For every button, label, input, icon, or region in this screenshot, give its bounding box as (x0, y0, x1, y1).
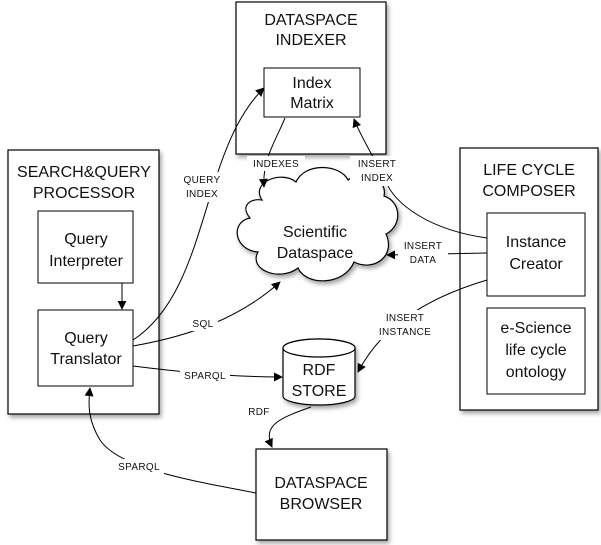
query-translator-box: Query Translator (37, 309, 134, 387)
rdf-store-line-2: STORE (292, 383, 347, 400)
cloud-line-1: Scientific (283, 224, 347, 241)
query-translator-line-2: Translator (50, 351, 122, 368)
lifecycle-title-line-2: COMPOSER (482, 183, 575, 200)
index-matrix-line-2: Matrix (290, 95, 334, 112)
search-title-line-1: SEARCH&QUERY (17, 164, 151, 181)
index-matrix-box: Index Matrix (263, 67, 361, 118)
query-interpreter-line-1: Query (64, 231, 108, 248)
label-sql-text: SQL (193, 319, 214, 330)
ontology-line-1: e-Science (500, 320, 571, 337)
label-insert-data-line-2: DATA (410, 255, 436, 266)
edge-query-index (132, 87, 265, 341)
label-insert-instance-line-1: INSERT (386, 313, 424, 324)
label-query-index: QUERY INDEX (177, 172, 227, 202)
label-insert-index-line-2: INDEX (361, 173, 393, 184)
label-insert-data-line-1: INSERT (404, 241, 442, 252)
lifecycle-title-line-1: LIFE CYCLE (483, 162, 575, 179)
ontology-line-2: life cycle (505, 342, 566, 359)
label-rdf-text: RDF (248, 407, 269, 418)
label-sparql-store-text: SPARQL (184, 371, 226, 382)
edge-rdf (264, 406, 312, 448)
instance-creator-line-1: Instance (506, 234, 567, 251)
label-indexes: INDEXES (247, 156, 305, 171)
label-insert-index: INSERT INDEX (350, 156, 404, 186)
query-interpreter-box: Query Interpreter (37, 210, 134, 284)
ontology-box: e-Science life cycle ontology (486, 307, 586, 395)
label-indexes-text: INDEXES (253, 159, 299, 170)
instance-creator-box: Instance Creator (486, 212, 586, 297)
label-insert-index-line-1: INSERT (358, 159, 396, 170)
dataspace-browser-box: DATASPACE BROWSER (255, 448, 388, 541)
cloud-line-2: Dataspace (277, 245, 354, 262)
label-insert-data: INSERT DATA (398, 239, 448, 267)
browser-line-1: DATASPACE (274, 475, 367, 492)
label-query-index-line-1: QUERY (184, 175, 221, 186)
label-insert-instance: INSERT INSTANCE (370, 310, 440, 340)
label-insert-instance-line-2: INSTANCE (379, 327, 431, 338)
dataspace-indexer-box: DATASPACE INDEXER (235, 1, 387, 155)
instance-creator-line-2: Creator (509, 256, 563, 273)
indexer-title-line-1: DATASPACE (264, 12, 357, 29)
label-sparql-store: SPARQL (180, 368, 230, 383)
edge-sparql-browser (84, 387, 257, 494)
ontology-line-3: ontology (506, 364, 567, 381)
label-rdf: RDF (244, 404, 274, 419)
indexer-title-line-2: INDEXER (275, 32, 346, 49)
rdf-store-cylinder: RDF STORE (282, 338, 356, 406)
rdf-store-line-1: RDF (303, 362, 336, 379)
browser-line-2: BROWSER (280, 496, 363, 513)
index-matrix-line-1: Index (292, 75, 331, 92)
query-translator-line-1: Query (64, 330, 108, 347)
label-sql: SQL (188, 316, 218, 331)
search-title-line-2: PROCESSOR (33, 185, 135, 202)
scientific-dataspace-cloud: Scientific Dataspace (236, 167, 399, 282)
label-query-index-line-2: INDEX (186, 189, 218, 200)
label-sparql-browser-text: SPARQL (118, 462, 160, 473)
label-sparql-browser: SPARQL (114, 459, 164, 474)
edge-indexes (258, 117, 286, 188)
query-interpreter-line-2: Interpreter (49, 253, 123, 270)
